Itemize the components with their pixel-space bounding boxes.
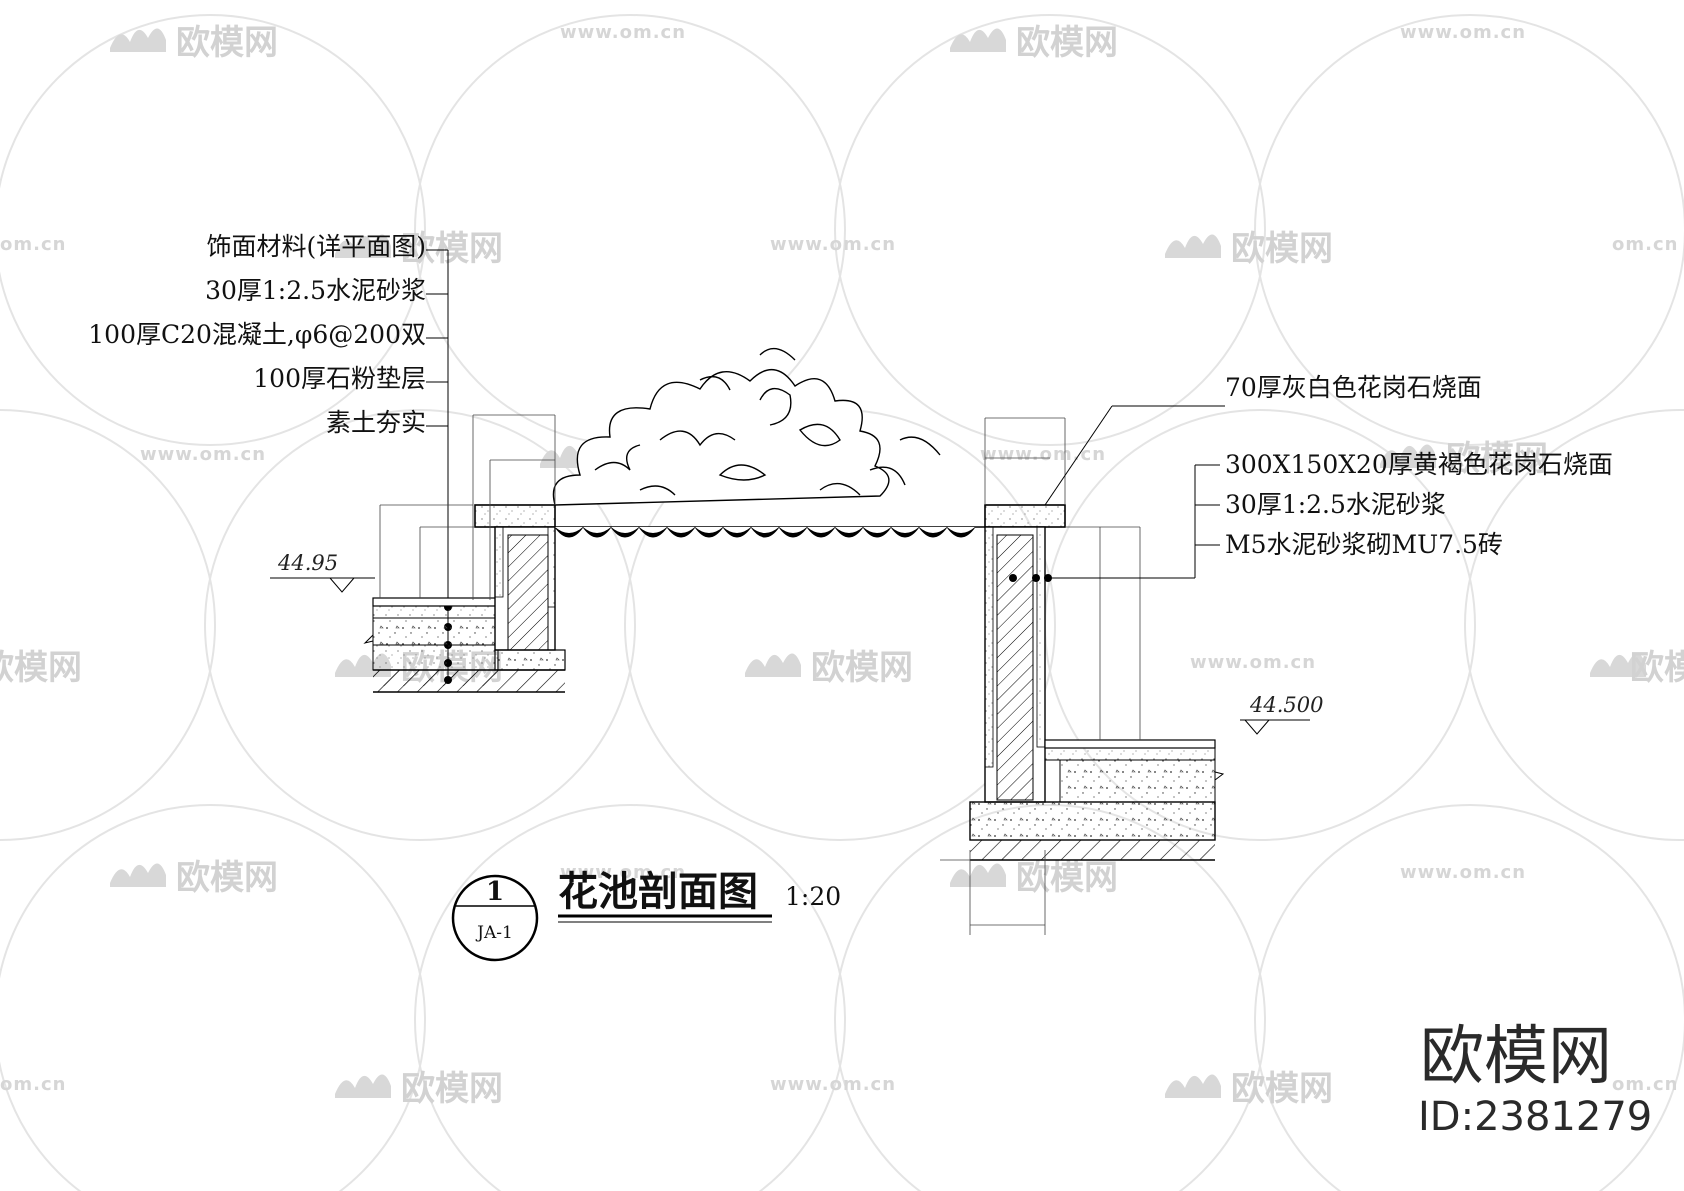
svg-text:欧模网: 欧模网 [1231, 229, 1333, 269]
svg-text:om.cn: om.cn [0, 234, 66, 255]
watermark-logo: 欧模网 [950, 23, 1118, 63]
svg-text:44.500: 44.500 [1249, 693, 1323, 717]
watermark-logo: 欧模网 [335, 1069, 503, 1109]
right-wall-dots [1009, 574, 1052, 582]
right-leader-lines [1048, 464, 1220, 579]
watermark-logo: 欧模网 [335, 229, 503, 269]
svg-text:欧模网: 欧模网 [1446, 439, 1548, 479]
svg-text:欧模网: 欧模网 [401, 229, 503, 269]
svg-text:www.om.cn: www.om.cn [980, 444, 1106, 465]
level-mark-left: 44.95 [270, 551, 375, 593]
watermark-arcs [0, 14, 1684, 1191]
svg-text:欧模网: 欧模网 [176, 858, 278, 898]
dimension-lines [379, 414, 1141, 935]
svg-text:om.cn: om.cn [1612, 234, 1678, 255]
drawing-title: 1 JA-1 花池剖面图 1:20 [451, 868, 841, 962]
watermark-logo: 欧模网 [0, 648, 82, 688]
svg-text:www.om.cn: www.om.cn [770, 1074, 896, 1095]
left-wall [373, 504, 566, 693]
drawing-title-text: 花池剖面图 [558, 868, 758, 915]
watermark-logo: 欧模网 [1165, 1069, 1333, 1109]
note-rammed-soil: 素土夯实 [326, 408, 426, 437]
svg-text:欧模网: 欧模网 [176, 23, 278, 63]
note-mortar: 30厚1:2.5水泥砂浆 [205, 276, 426, 305]
svg-text:www.om.cn: www.om.cn [560, 862, 686, 883]
svg-text:欧模网: 欧模网 [1016, 858, 1118, 898]
note-grey-granite: 70厚灰白色花岗石烧面 [1225, 373, 1482, 402]
svg-text:欧模网: 欧模网 [401, 1069, 503, 1109]
right-wall [969, 504, 1216, 861]
shrub-icon [552, 347, 941, 506]
level-mark-right: 44.500 [1240, 693, 1323, 735]
watermark-logo: 欧模网 [1590, 648, 1684, 688]
svg-text:www.om.cn: www.om.cn [1400, 862, 1526, 883]
svg-text:欧模网: 欧模网 [1231, 1069, 1333, 1109]
svg-text:欧模网: 欧模网 [0, 648, 82, 688]
brand-id: ID:2381279 [1418, 1094, 1652, 1140]
note-concrete: 100厚C20混凝土,φ6@200双 [88, 320, 426, 349]
watermark-logo: 欧模网 [110, 23, 278, 63]
watermark-logo: 欧模网 [110, 858, 278, 898]
right-notes: 70厚灰白色花岗石烧面 300X150X20厚黄褐色花岗石烧面 30厚1:2.5… [1044, 373, 1613, 579]
note-yellow-granite: 300X150X20厚黄褐色花岗石烧面 [1225, 450, 1613, 479]
note-finish: 饰面材料(详平面图) [206, 232, 426, 261]
svg-text:om.cn: om.cn [1612, 1074, 1678, 1095]
svg-text:欧模网: 欧模网 [811, 648, 913, 688]
svg-text:www.om.cn: www.om.cn [1400, 22, 1526, 43]
svg-text:om.cn: om.cn [0, 1074, 66, 1095]
note-right-mortar: 30厚1:2.5水泥砂浆 [1225, 490, 1446, 519]
watermark-logo: 欧模网 [950, 858, 1118, 898]
watermark-layer: 欧模网 www.om.cn 欧模网 www.om.cn om.cn 欧模网 ww… [0, 22, 1684, 1109]
watermark-logo: 欧模网 [1165, 229, 1333, 269]
drawing-scale: 1:20 [785, 882, 841, 911]
svg-text:44.95: 44.95 [277, 551, 338, 575]
brand-stamp: 欧模网 ID:2381279 [1418, 1020, 1652, 1140]
note-brick: M5水泥砂浆砌MU7.5砖 [1225, 530, 1503, 559]
detail-sheet: JA-1 [475, 923, 513, 943]
svg-text:欧模网: 欧模网 [1016, 23, 1118, 63]
pool-soil-surface [554, 526, 985, 538]
note-stone-powder: 100厚石粉垫层 [253, 364, 426, 393]
svg-text:www.om.cn: www.om.cn [770, 234, 896, 255]
watermark-logo: 欧模网 [745, 648, 913, 688]
brand-logo-text: 欧模网 [1420, 1020, 1612, 1094]
svg-text:www.om.cn: www.om.cn [560, 22, 686, 43]
svg-text:www.om.cn: www.om.cn [1190, 652, 1316, 673]
right-ground [1044, 739, 1225, 803]
svg-text:www.om.cn: www.om.cn [140, 444, 266, 465]
detail-number: 1 [486, 877, 504, 907]
watermark-logo: 欧模网 [1380, 439, 1548, 479]
svg-text:欧模网: 欧模网 [1630, 648, 1684, 688]
